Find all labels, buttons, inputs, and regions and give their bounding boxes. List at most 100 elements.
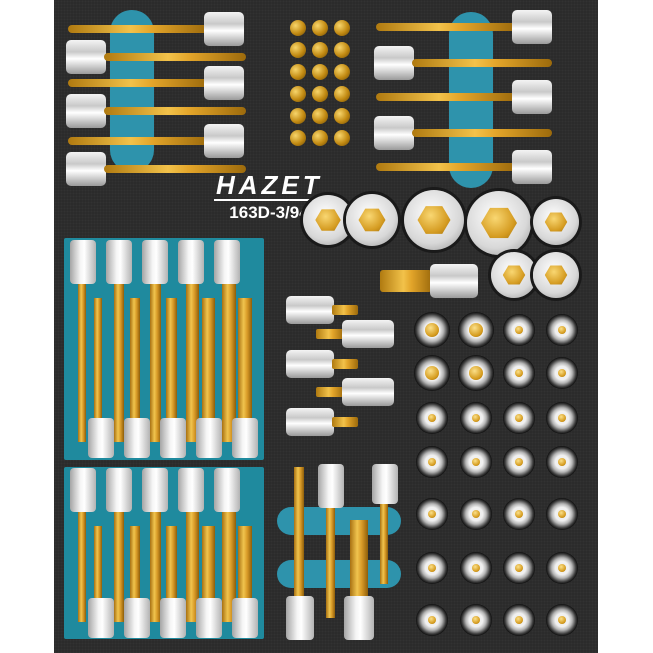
spline-bit-socket bbox=[374, 10, 554, 50]
small-bit bbox=[312, 86, 328, 102]
torx-tip bbox=[515, 414, 523, 422]
torx-socket bbox=[546, 552, 578, 584]
torx-tip bbox=[469, 366, 483, 380]
socket-top bbox=[106, 240, 132, 284]
torx-socket bbox=[503, 402, 535, 434]
torx-tip bbox=[425, 366, 439, 380]
torx-socket bbox=[458, 312, 494, 348]
spline-bit-socket bbox=[374, 80, 554, 120]
torx-tip bbox=[472, 616, 480, 624]
socket-body bbox=[66, 152, 106, 186]
spline-bit bbox=[380, 270, 432, 292]
torx-bit bbox=[332, 417, 358, 427]
socket-top bbox=[142, 240, 168, 284]
torx-tip bbox=[515, 564, 523, 572]
spline-bit-shaft bbox=[376, 93, 516, 101]
hex-bit-shaft bbox=[104, 165, 246, 173]
torx-socket bbox=[503, 357, 535, 389]
short-torx-bit-socket bbox=[286, 350, 368, 378]
hex-socket bbox=[303, 195, 353, 245]
torx-socket bbox=[503, 604, 535, 636]
socket-body bbox=[204, 12, 244, 46]
foam-tray: HAZET 163D-3/94 bbox=[54, 0, 598, 653]
torx-socket bbox=[458, 355, 494, 391]
torx-socket bbox=[546, 498, 578, 530]
hex-bit-rod bbox=[186, 512, 199, 622]
hex-bit-rod bbox=[114, 284, 124, 442]
hex-head bbox=[502, 265, 526, 285]
socket-bottom bbox=[196, 418, 222, 458]
insert-slot-top-left bbox=[110, 10, 154, 172]
torx-tip bbox=[558, 510, 566, 518]
small-bit bbox=[312, 130, 328, 146]
socket-bottom bbox=[232, 598, 258, 638]
spline-bit-shaft bbox=[412, 59, 552, 67]
small-bit bbox=[312, 20, 328, 36]
small-bit bbox=[334, 130, 350, 146]
torx-tip bbox=[428, 564, 436, 572]
hex-socket bbox=[491, 252, 537, 298]
hex-socket bbox=[346, 194, 398, 246]
socket-body bbox=[204, 124, 244, 158]
torx-socket bbox=[546, 402, 578, 434]
small-bit bbox=[334, 86, 350, 102]
torx-socket bbox=[460, 498, 492, 530]
torx-tip bbox=[515, 510, 523, 518]
socket-body bbox=[374, 116, 414, 150]
hex-bit-rod bbox=[222, 512, 236, 622]
hex-bit-socket bbox=[66, 94, 246, 134]
small-bit bbox=[334, 42, 350, 58]
torx-tip bbox=[428, 458, 436, 466]
socket-top bbox=[214, 240, 240, 284]
hex-bit-socket bbox=[66, 40, 246, 80]
model-number: 163D-3/94 bbox=[229, 203, 309, 222]
torx-tip bbox=[472, 458, 480, 466]
small-bit bbox=[290, 86, 306, 102]
torx-tip bbox=[558, 369, 566, 377]
socket-body bbox=[512, 150, 552, 184]
socket-body bbox=[286, 296, 334, 324]
hex-socket bbox=[533, 199, 579, 245]
hex-bit-rod bbox=[186, 284, 199, 442]
socket-bottom bbox=[196, 598, 222, 638]
hex-bit-rod bbox=[166, 298, 177, 452]
spline-bit-rod bbox=[380, 504, 388, 584]
hex-head bbox=[417, 206, 451, 234]
hex-head bbox=[315, 209, 341, 231]
hex-bit-shaft bbox=[104, 53, 246, 61]
torx-tip bbox=[558, 616, 566, 624]
torx-tip bbox=[515, 616, 523, 624]
hex-bit-socket bbox=[66, 12, 246, 52]
hex-bit-rod bbox=[130, 298, 140, 452]
torx-socket bbox=[416, 402, 448, 434]
socket-body bbox=[512, 80, 552, 114]
hex-bit-shaft bbox=[104, 107, 246, 115]
socket-top bbox=[178, 468, 204, 512]
hex-bit-rod bbox=[94, 526, 102, 632]
torx-socket bbox=[503, 552, 535, 584]
socket-bottom bbox=[232, 418, 258, 458]
torx-bit bbox=[332, 359, 358, 369]
torx-tip bbox=[472, 564, 480, 572]
hex-bit-socket bbox=[66, 152, 246, 192]
torx-tip bbox=[515, 369, 523, 377]
small-bit bbox=[290, 130, 306, 146]
hex-bit-rod bbox=[222, 284, 236, 442]
torx-socket bbox=[416, 446, 448, 478]
spline-bit-shaft bbox=[376, 163, 516, 171]
socket-top bbox=[214, 468, 240, 512]
torx-socket bbox=[414, 355, 450, 391]
hex-bit-socket bbox=[66, 124, 246, 164]
hex-socket bbox=[404, 190, 464, 250]
short-torx-bit-socket bbox=[316, 320, 398, 348]
spline-bit-rod bbox=[350, 520, 368, 604]
spline-bit-rod bbox=[294, 467, 304, 609]
hex-bit-rod bbox=[130, 526, 140, 632]
hex-head bbox=[544, 212, 568, 232]
socket-body bbox=[342, 378, 394, 406]
small-bit bbox=[290, 20, 306, 36]
small-bit bbox=[334, 108, 350, 124]
small-bit bbox=[312, 64, 328, 80]
torx-tip bbox=[428, 616, 436, 624]
small-bit bbox=[334, 20, 350, 36]
